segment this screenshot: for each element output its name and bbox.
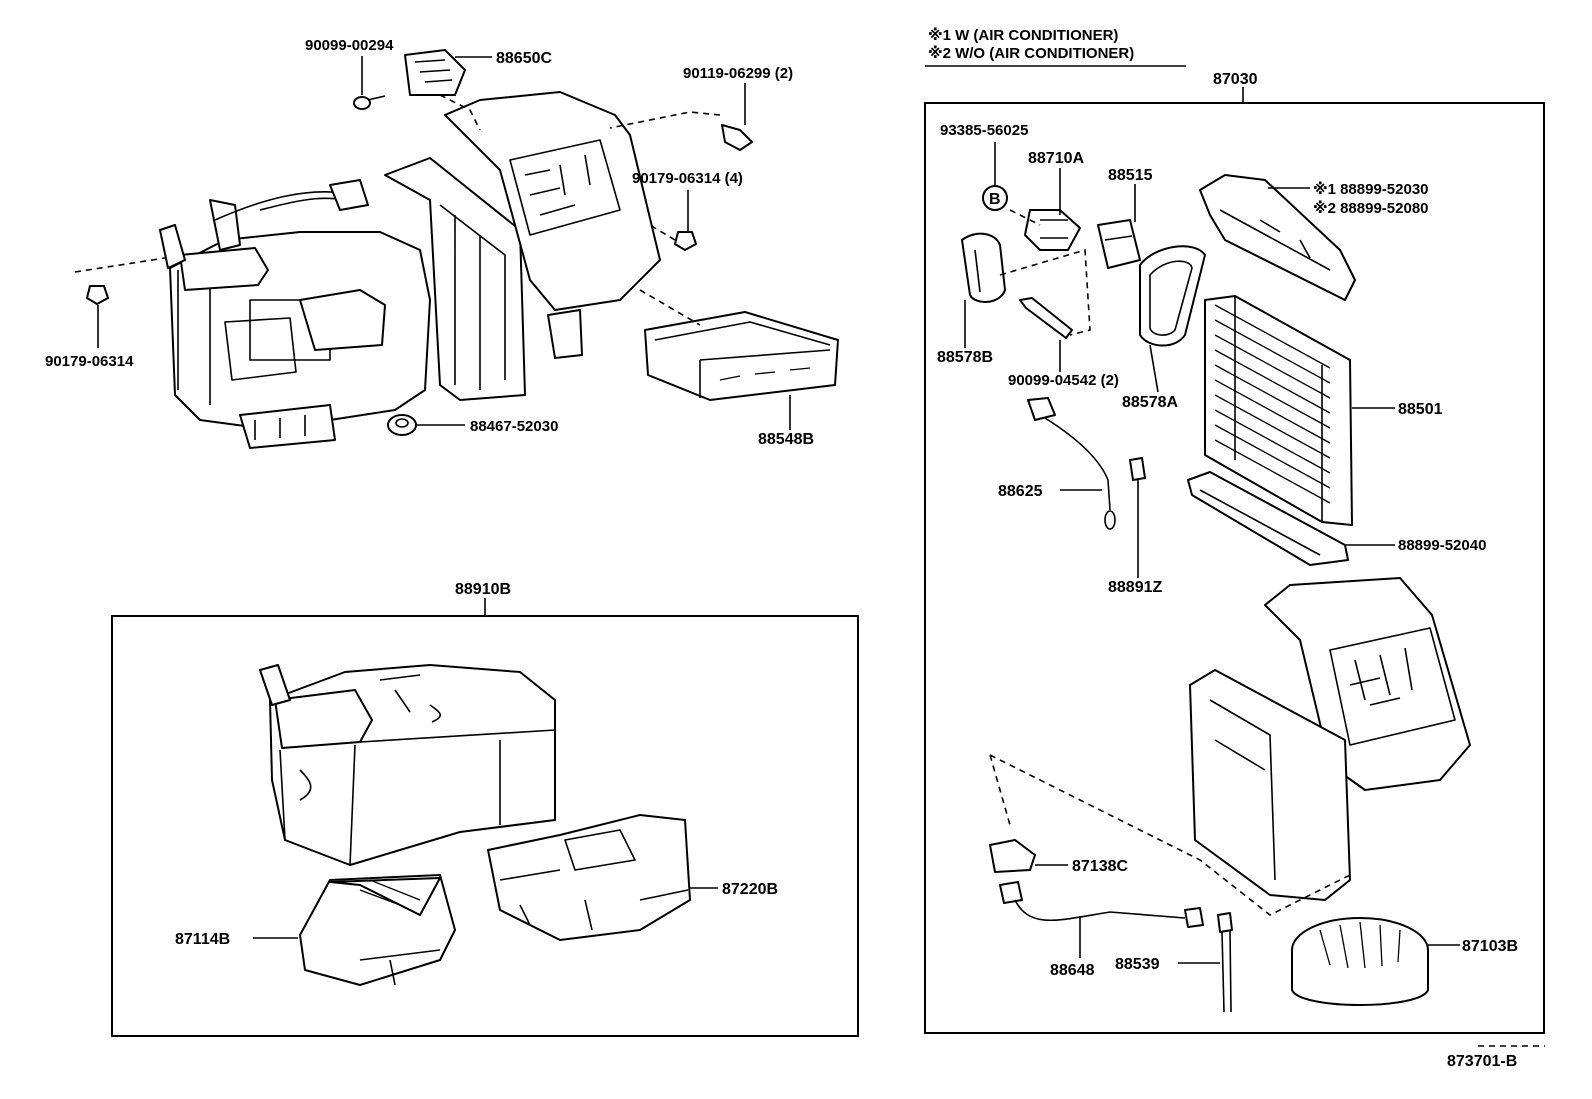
callout-87030: 87030	[1213, 71, 1258, 88]
resistor-88650C	[404, 49, 466, 96]
callout-88891Z: 88891Z	[1108, 579, 1162, 596]
blower-motor-87103B	[1291, 917, 1429, 1006]
blower-case-87030	[1189, 577, 1471, 901]
callout-90099-04542: 90099-04542 (2)	[1008, 372, 1119, 389]
thermistor-88625	[1027, 397, 1116, 530]
callout-88501: 88501	[1398, 401, 1443, 418]
leaders-right	[964, 142, 1460, 964]
screw-90099-00294	[353, 95, 386, 110]
assembly-dashes-top	[74, 94, 721, 326]
callout-88467-52030: 88467-52030	[470, 418, 558, 435]
bolt-88710A	[1024, 209, 1081, 251]
filter-88548B	[644, 311, 839, 401]
seal-88578A	[1139, 245, 1206, 347]
heater-unit-assembly	[159, 91, 661, 449]
callout-88578A: 88578A	[1122, 394, 1178, 411]
pin-88539	[1217, 912, 1233, 1013]
heater-case-88910B	[259, 664, 556, 866]
grommet-88467-52030	[387, 414, 417, 436]
nut-90179-06314-4	[674, 231, 697, 251]
callout-87114B: 87114B	[175, 931, 230, 948]
blower-case-87220B	[487, 814, 691, 941]
legend-line-2: ※2 W/O (AIR CONDITIONER)	[928, 44, 1134, 62]
callout-88650C: 88650C	[496, 50, 552, 67]
callout-87138C: 87138C	[1072, 858, 1128, 875]
gasket-88578B	[961, 232, 1006, 303]
callout-90179-06314-4: 90179-06314 (4)	[632, 170, 743, 187]
applicability-legend: ※1 W (AIR CONDITIONER) ※2 W/O (AIR CONDI…	[925, 26, 1186, 67]
callout-90119-06299: 90119-06299 (2)	[683, 65, 793, 82]
marker-b: B	[982, 185, 1008, 211]
expansion-valve-88515	[1097, 219, 1141, 269]
nut-90179-06314	[86, 285, 109, 305]
callout-90179-06314: 90179-06314	[45, 353, 134, 370]
callout-88899-52080: ※2 88899-52080	[1313, 199, 1429, 217]
air-duct-87114B	[299, 874, 456, 986]
resistor-87138C	[989, 839, 1036, 873]
frame-87030	[924, 102, 1545, 1034]
callout-87103B: 87103B	[1462, 938, 1518, 955]
callout-88710A: 88710A	[1028, 150, 1084, 167]
callout-88578B: 88578B	[937, 349, 993, 366]
callout-88899-52040: 88899-52040	[1398, 537, 1486, 554]
bolt-90099-04542	[1019, 297, 1073, 339]
legend-line-1: ※1 W (AIR CONDITIONER)	[928, 26, 1118, 44]
leaders-top-left	[97, 56, 791, 430]
callout-88910B: 88910B	[455, 581, 511, 598]
marker-b-label: B	[989, 191, 1001, 208]
callout-88515: 88515	[1108, 167, 1153, 184]
drain-pan-88899-52040	[1187, 471, 1349, 566]
assembly-dashes-right	[989, 209, 1351, 916]
callout-88539: 88539	[1115, 956, 1160, 973]
callout-88648: 88648	[1050, 962, 1095, 979]
callout-88625: 88625	[998, 483, 1043, 500]
screw-90119-06299	[721, 124, 753, 151]
callout-93385-56025: 93385-56025	[940, 122, 1028, 139]
diagram-id: 873701-B	[1447, 1053, 1517, 1070]
callout-87220B: 87220B	[722, 881, 778, 898]
clip-88891Z	[1129, 457, 1146, 540]
case-cover-88899-52030	[1199, 174, 1356, 301]
callout-90099-00294: 90099-00294	[305, 37, 394, 54]
callout-88548B: 88548B	[758, 431, 814, 448]
wire-harness-88648	[999, 881, 1204, 928]
callout-88899-52030: ※1 88899-52030	[1313, 180, 1429, 198]
evaporator-88501	[1204, 295, 1353, 526]
